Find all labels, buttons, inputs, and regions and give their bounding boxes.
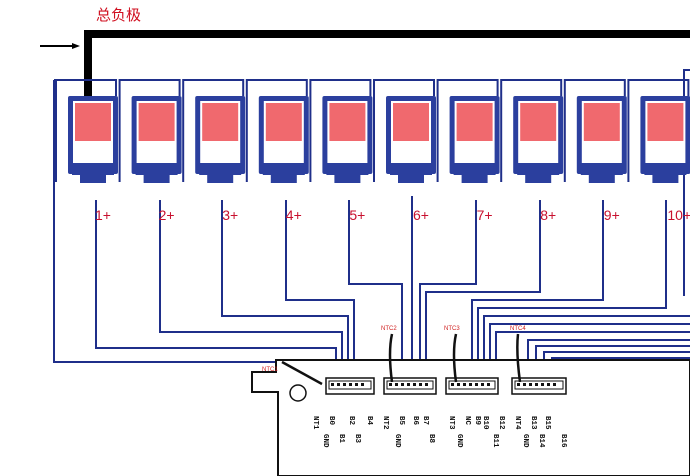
battery-cell (195, 96, 246, 183)
total-negative-label: 总负极 (96, 6, 141, 24)
pin-label: B5 (397, 416, 405, 426)
pin-label: B12 (497, 416, 505, 430)
pin-label: B1 (337, 434, 345, 444)
cell-positive-label: 2+ (159, 207, 175, 223)
cell-sense-wire (221, 200, 349, 380)
cell-sense-wire (285, 200, 355, 380)
cell-sense-wire (348, 200, 403, 380)
cell-positive-label: 7+ (477, 207, 493, 223)
sense-connector (445, 377, 499, 395)
pin-label: GND (455, 434, 463, 448)
ntc-label: NTC3 (444, 326, 460, 332)
pin-label: B7 (421, 416, 429, 425)
battery-cell (449, 96, 500, 183)
pin-label: NC (463, 416, 471, 426)
sense-connector (325, 377, 375, 395)
ntc-probe-wire (516, 333, 522, 383)
battery-cell (258, 96, 309, 183)
external-sense-wire (683, 69, 690, 296)
pin-label: B4 (365, 416, 373, 426)
ntc-probe-wire (452, 333, 458, 383)
cell-loop-wire (182, 79, 245, 182)
battery-cell (68, 96, 118, 183)
battery-cell (576, 96, 627, 183)
cell-positive-label: 9+ (604, 207, 620, 223)
ntc-label: NTC4 (510, 326, 526, 332)
cell-positive-label: 4+ (286, 207, 302, 223)
pin-label: B6 (411, 416, 419, 426)
battery-cell (640, 96, 690, 183)
pin-label: B8 (427, 434, 435, 444)
cell-sense-wire (471, 200, 604, 380)
pin-label: NT3 (447, 416, 455, 430)
cell-loop-wire (563, 79, 626, 182)
pin-label: B13 (529, 416, 537, 430)
pin-label: B10 (481, 416, 489, 430)
pin-label: B2 (347, 416, 355, 426)
cell-positive-label: 1+ (95, 207, 111, 223)
cell-sense-wire (477, 200, 667, 380)
pin-label: NT2 (381, 416, 389, 430)
battery-cell (386, 96, 436, 183)
cell-sense-wire (159, 200, 343, 380)
pin-label: GND (393, 434, 401, 448)
arrow-icon (40, 43, 80, 49)
external-sense-wire (483, 315, 690, 380)
pin-label: B16 (559, 434, 567, 448)
mounting-hole-icon (289, 384, 307, 402)
battery-cell (131, 96, 182, 183)
pin-label: B11 (491, 434, 499, 448)
battery-cell (513, 96, 564, 183)
ntc-label: NTC2 (381, 326, 397, 332)
cell-sense-wire (425, 200, 541, 380)
cell-loop-wire (627, 79, 690, 182)
pin-label: NT4 (513, 416, 521, 430)
pin-label: B0 (327, 416, 335, 426)
cell-loop-wire (436, 79, 499, 182)
cell-positive-label: 3+ (222, 207, 238, 223)
cell-positive-label: 6+ (413, 207, 429, 223)
pin-label: GND (321, 434, 329, 448)
cell-loop-wire (373, 79, 435, 182)
pin-label: B15 (543, 416, 551, 430)
sense-connector (383, 377, 437, 395)
cell-positive-label: 5+ (349, 207, 365, 223)
pin-label: B14 (537, 434, 545, 448)
sense-connector (511, 377, 567, 395)
cell-sense-wire (95, 200, 337, 380)
cell-positive-label: 10+ (667, 207, 690, 223)
cell-loop-wire (500, 79, 563, 182)
pin-label: B3 (353, 434, 361, 444)
pin-label: B9 (473, 416, 481, 426)
pin-label: NT1 (311, 416, 319, 430)
battery-cell (322, 96, 373, 183)
cell-loop-wire (118, 79, 181, 182)
negative-bus-wire (84, 30, 690, 96)
cell-loop-wire (309, 79, 372, 182)
pin-label: GND (521, 434, 529, 448)
ntc-probe-wire (281, 360, 323, 386)
ntc-label: NTC1 (262, 367, 278, 373)
cell-loop-wire (245, 79, 308, 182)
cell-loop-wire (55, 79, 117, 182)
cell-sense-wire (419, 200, 477, 380)
ntc-probe-wire (388, 333, 394, 383)
cell-positive-label: 8+ (540, 207, 556, 223)
